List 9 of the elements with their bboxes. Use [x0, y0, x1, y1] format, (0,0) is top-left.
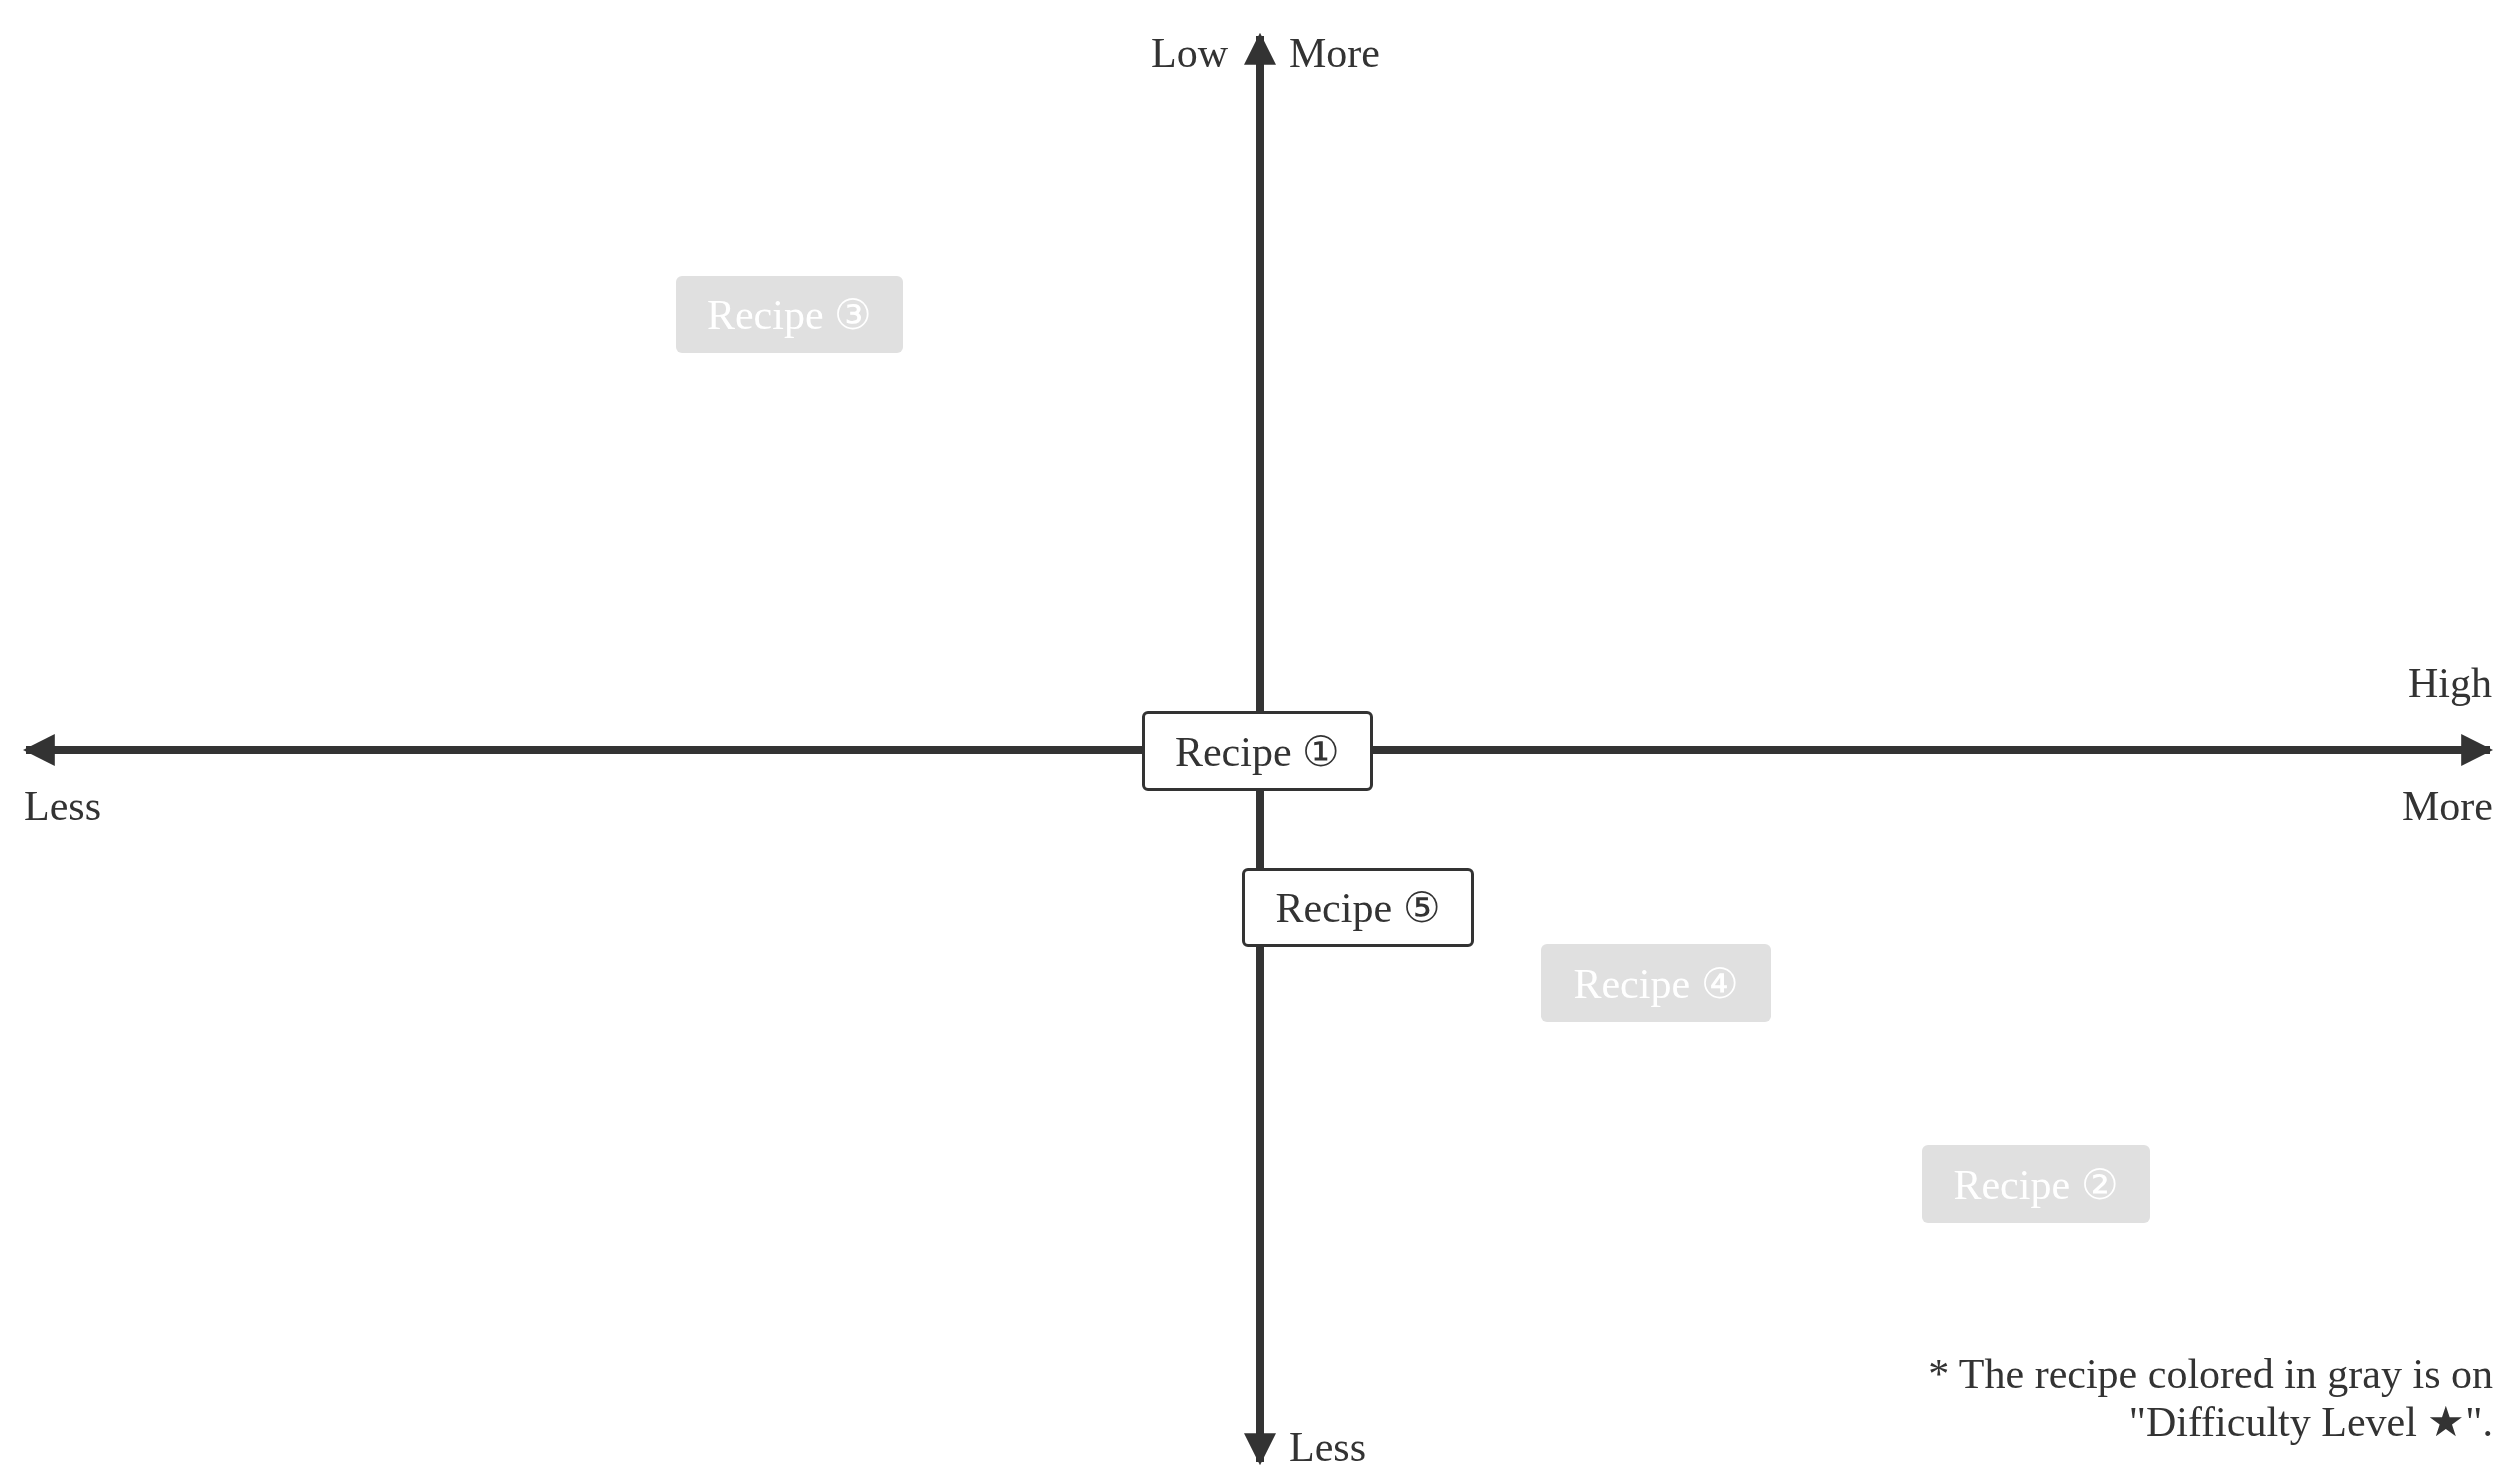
footnote: * The recipe colored in gray is on "Difficulty Level ★".: [1927, 1350, 2493, 1447]
axis-label: Low: [1151, 30, 1228, 77]
recipe-box: Recipe ⑤: [1242, 868, 1474, 947]
axis-label: High: [2408, 660, 2492, 707]
axis-label: More: [1289, 30, 1380, 77]
axis-label: More: [2402, 783, 2493, 830]
axis-label: Less: [24, 783, 101, 830]
axis-label: Less: [1289, 1424, 1366, 1471]
recipe-box: Recipe ①: [1142, 711, 1373, 791]
